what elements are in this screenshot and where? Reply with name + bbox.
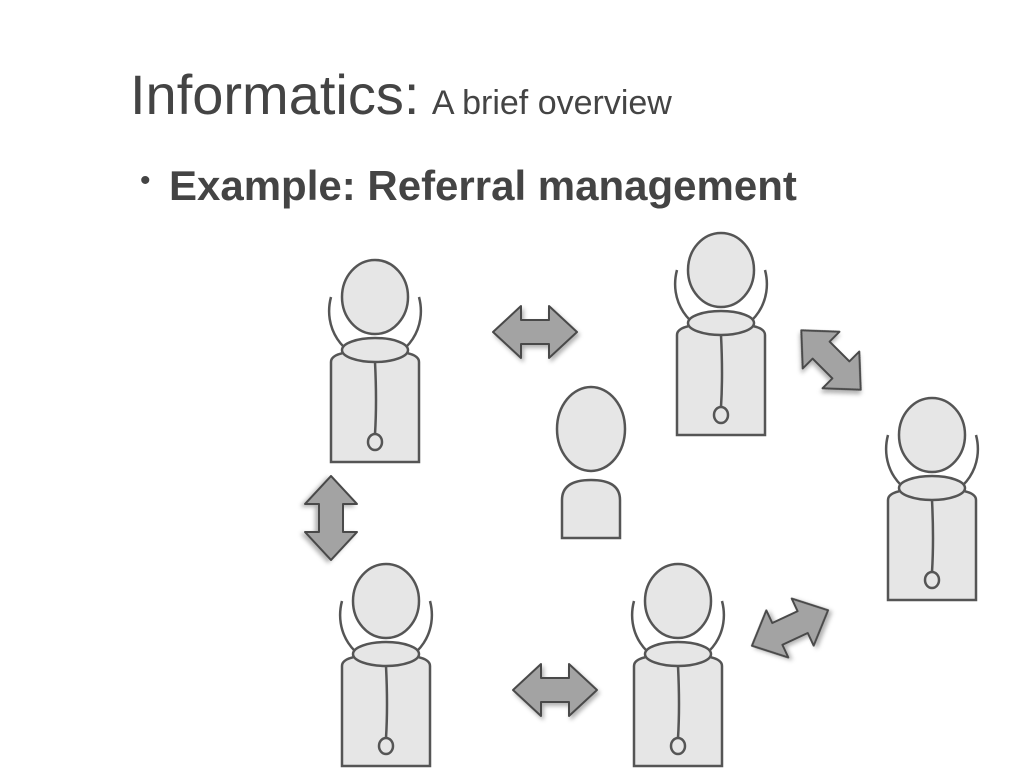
- physician-with-stethoscope-icon: [673, 231, 769, 437]
- slide-title: Informatics: A brief overview: [130, 62, 672, 127]
- double-headed-arrow-icon: [492, 305, 578, 359]
- title-subtitle: A brief overview: [431, 84, 672, 122]
- physician-with-stethoscope-icon: [884, 396, 980, 602]
- bullet-dot-icon: •: [140, 164, 151, 197]
- double-headed-arrow-icon: [739, 585, 841, 671]
- bullet-item: • Example: Referral management: [140, 162, 797, 210]
- bullet-text: Example: Referral management: [168, 162, 797, 209]
- double-headed-arrow-icon: [512, 663, 598, 717]
- physician-with-stethoscope-icon: [630, 562, 726, 768]
- patient-person-icon: [555, 385, 627, 540]
- double-headed-arrow-icon: [781, 310, 881, 410]
- physician-with-stethoscope-icon: [338, 562, 434, 768]
- physician-with-stethoscope-icon: [327, 258, 423, 464]
- double-headed-arrow-icon: [304, 475, 358, 561]
- title-main: Informatics:: [130, 63, 420, 126]
